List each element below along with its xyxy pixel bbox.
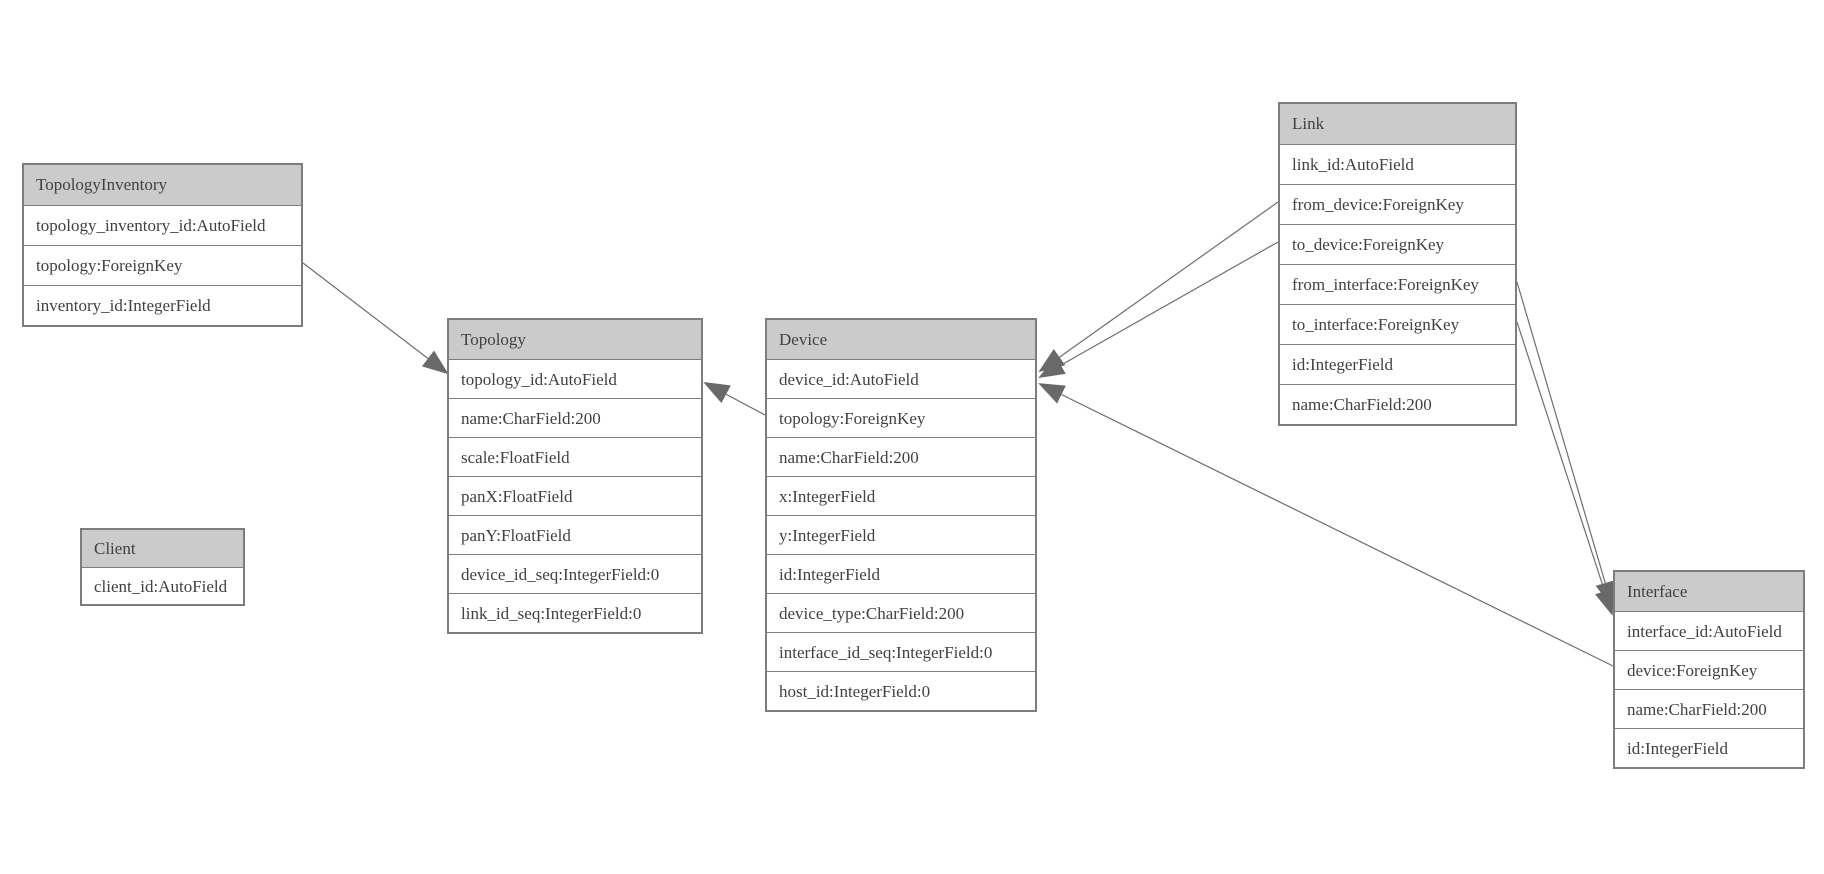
edge-device-topology: [703, 382, 766, 416]
edge-interface-device: [1038, 383, 1614, 667]
entity-field: panY:FloatField: [449, 515, 701, 554]
entity-title: TopologyInventory: [24, 165, 301, 205]
entity-field: name:CharField:200: [449, 398, 701, 437]
entity-field: id:IntegerField: [1280, 344, 1515, 384]
entity-title: Interface: [1615, 572, 1803, 611]
entity-field: y:IntegerField: [767, 515, 1035, 554]
entity-client[interactable]: Client client_id:AutoField: [80, 528, 245, 606]
entity-topology[interactable]: Topology topology_id:AutoField name:Char…: [447, 318, 703, 634]
entity-field: device_type:CharField:200: [767, 593, 1035, 632]
entity-interface[interactable]: Interface interface_id:AutoField device:…: [1613, 570, 1805, 769]
entity-field: to_interface:ForeignKey: [1280, 304, 1515, 344]
entity-field: id:IntegerField: [1615, 728, 1803, 767]
entity-field: topology_id:AutoField: [449, 359, 701, 398]
entity-title: Device: [767, 320, 1035, 359]
edge-link-todevice-device: [1038, 241, 1279, 378]
entity-topologyinventory[interactable]: TopologyInventory topology_inventory_id:…: [22, 163, 303, 327]
entity-field: name:CharField:200: [767, 437, 1035, 476]
entity-field: device_id_seq:IntegerField:0: [449, 554, 701, 593]
entity-field: name:CharField:200: [1615, 689, 1803, 728]
entity-field: id:IntegerField: [767, 554, 1035, 593]
entity-field: interface_id_seq:IntegerField:0: [767, 632, 1035, 671]
entity-field: device_id:AutoField: [767, 359, 1035, 398]
edge-link-tointerface-interface: [1516, 321, 1615, 616]
edge-topologyinventory-topology: [302, 262, 449, 375]
entity-field: topology:ForeignKey: [24, 245, 301, 285]
entity-field: inventory_id:IntegerField: [24, 285, 301, 325]
entity-field: link_id:AutoField: [1280, 144, 1515, 184]
entity-field: topology_inventory_id:AutoField: [24, 205, 301, 245]
entity-field: x:IntegerField: [767, 476, 1035, 515]
entity-title: Topology: [449, 320, 701, 359]
entity-field: from_interface:ForeignKey: [1280, 264, 1515, 304]
entity-field: interface_id:AutoField: [1615, 611, 1803, 650]
entity-field: to_device:ForeignKey: [1280, 224, 1515, 264]
entity-field: name:CharField:200: [1280, 384, 1515, 424]
entity-title: Link: [1280, 104, 1515, 144]
entity-field: host_id:IntegerField:0: [767, 671, 1035, 710]
entity-field: from_device:ForeignKey: [1280, 184, 1515, 224]
entity-title: Client: [82, 530, 243, 567]
entity-field: link_id_seq:IntegerField:0: [449, 593, 701, 632]
entity-field: panX:FloatField: [449, 476, 701, 515]
entity-device[interactable]: Device device_id:AutoField topology:Fore…: [765, 318, 1037, 712]
entity-field: client_id:AutoField: [82, 567, 243, 604]
entity-field: device:ForeignKey: [1615, 650, 1803, 689]
edge-link-fromdevice-device: [1038, 201, 1279, 373]
entity-field: scale:FloatField: [449, 437, 701, 476]
edge-link-frominterface-interface: [1516, 281, 1615, 608]
entity-field: topology:ForeignKey: [767, 398, 1035, 437]
entity-link[interactable]: Link link_id:AutoField from_device:Forei…: [1278, 102, 1517, 426]
